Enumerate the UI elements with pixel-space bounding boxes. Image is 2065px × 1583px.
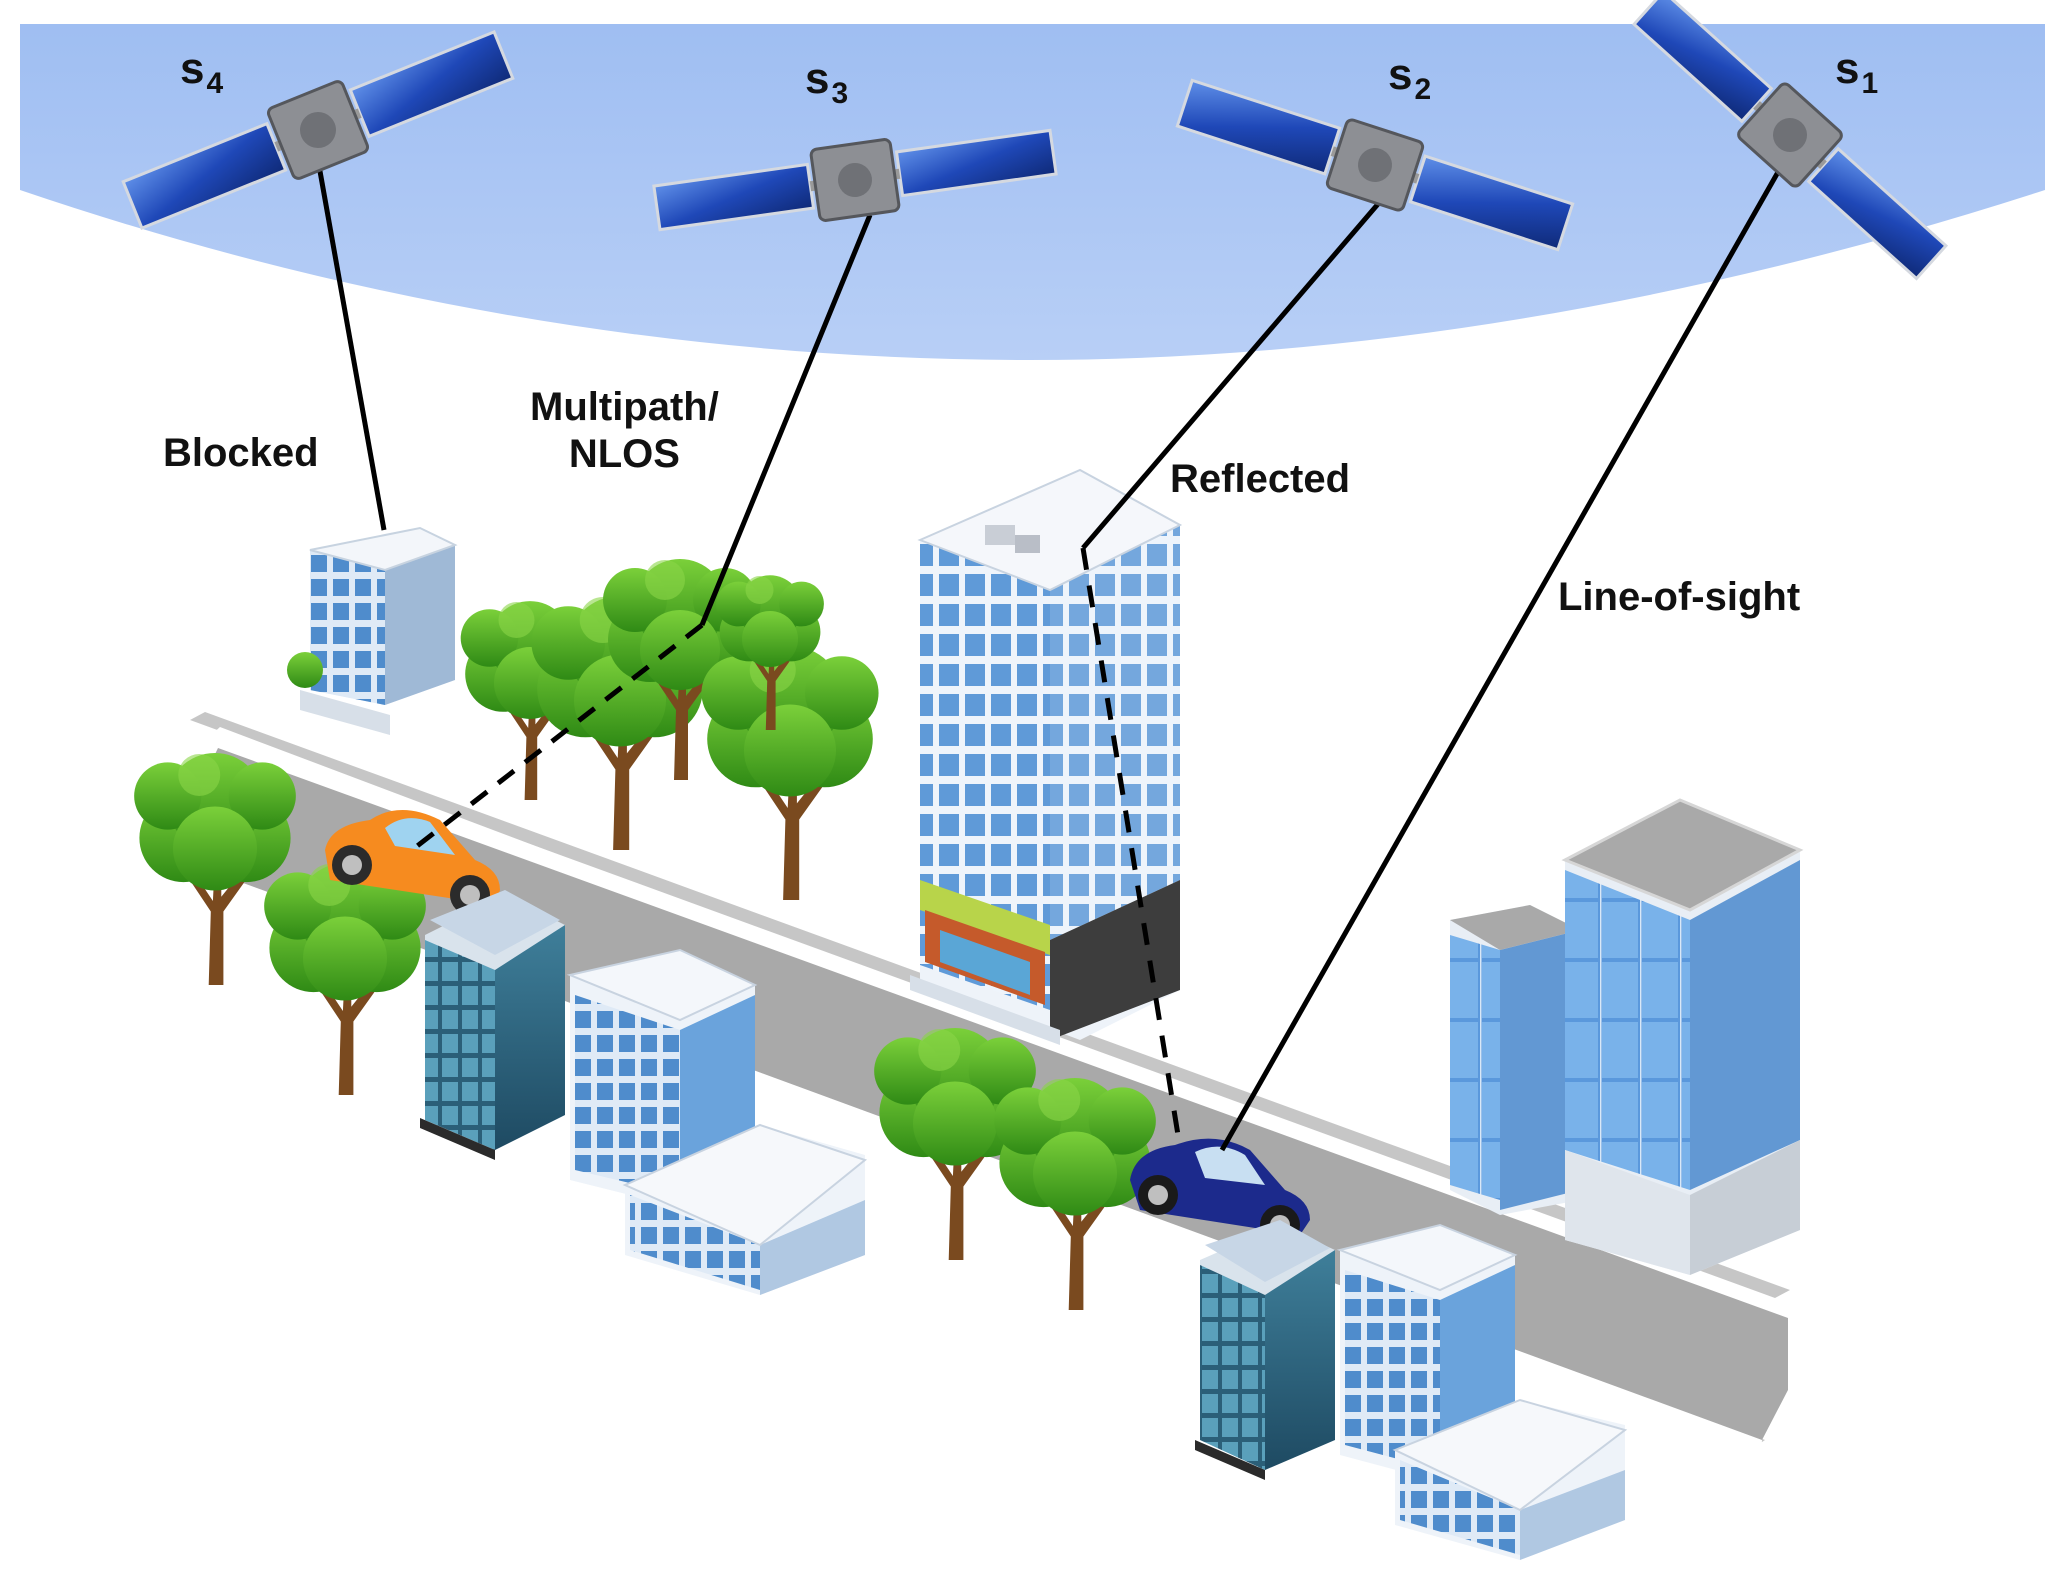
- satellite-label-s2: s2: [1388, 50, 1431, 107]
- satellite-label-s1: s1: [1835, 44, 1878, 101]
- building-blocked: [287, 528, 455, 735]
- satellite-label-s3: s3: [805, 54, 848, 111]
- building-dark-glass-right: [1195, 1220, 1335, 1480]
- label-line-of-sight: Line-of-sight: [1558, 574, 1800, 621]
- building-tall: [910, 470, 1180, 1045]
- building-glass-right: [1450, 800, 1800, 1275]
- label-multipath-line1: Multipath/: [530, 384, 719, 431]
- label-reflected: Reflected: [1170, 456, 1350, 503]
- label-multipath: Multipath/ NLOS: [530, 384, 719, 478]
- label-blocked: Blocked: [163, 430, 319, 477]
- label-multipath-line2: NLOS: [530, 431, 719, 478]
- building-dark-glass-left: [420, 890, 565, 1160]
- satellite-label-s4: s4: [180, 44, 223, 101]
